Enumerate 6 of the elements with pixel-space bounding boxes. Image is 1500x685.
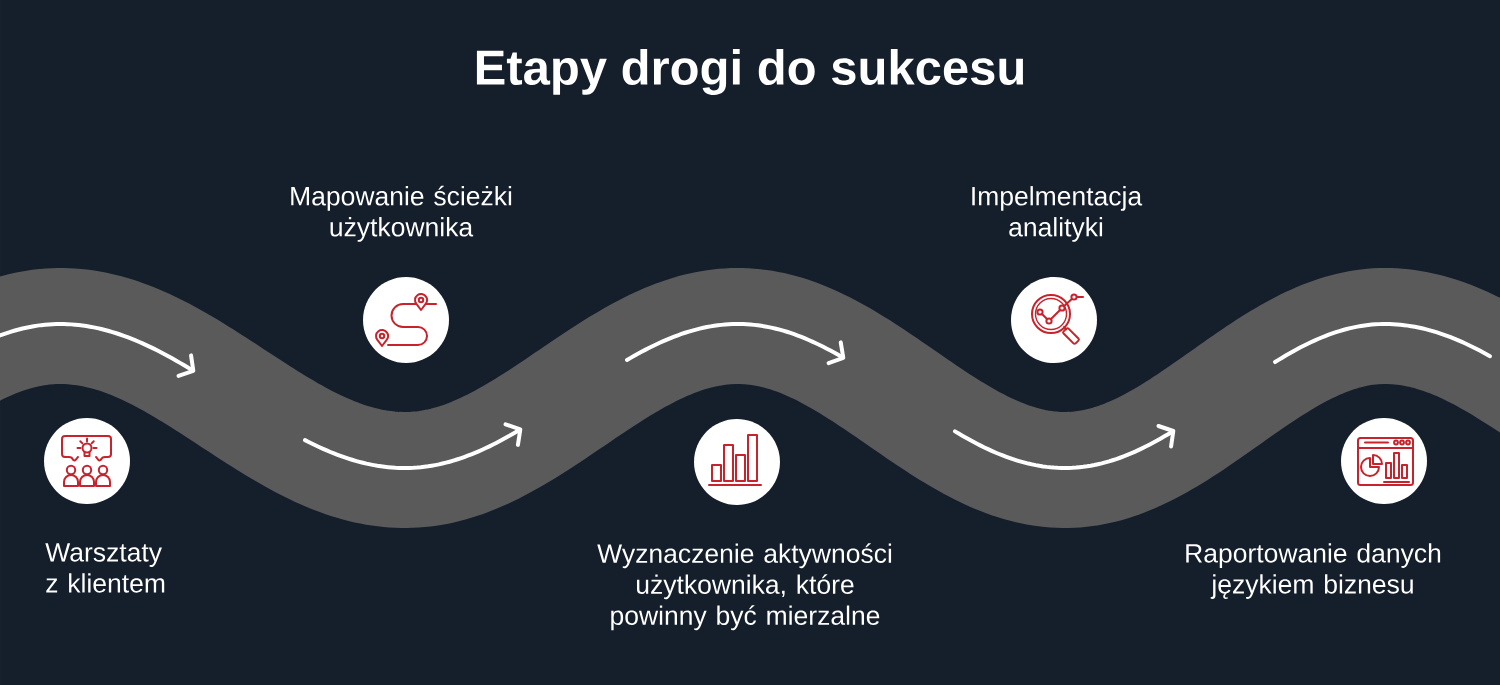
title: Etapy drogi do sukcesu xyxy=(476,49,1024,95)
step-label: Wyznaczenie aktywności użytkownika, które powinny być mierzalne xyxy=(597,543,892,631)
step-label: Impelmentacja analityki xyxy=(972,186,1143,242)
step-label: Warsztaty z klientem xyxy=(45,543,165,593)
step-label: Raportowanie danych językiem biznesu xyxy=(1186,543,1441,599)
step-label: Mapowanie ścieżki użytkownika xyxy=(291,185,512,242)
